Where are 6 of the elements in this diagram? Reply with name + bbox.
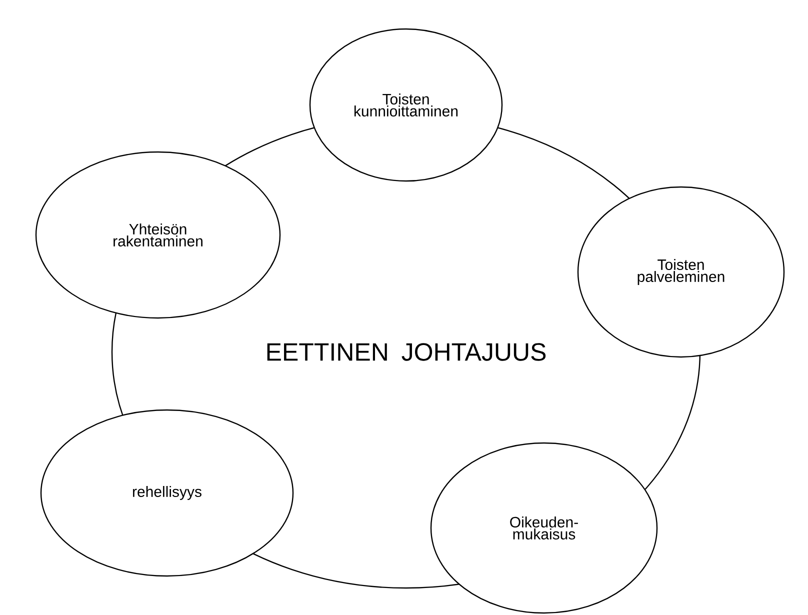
ellipse-node: Toisten palveleminen xyxy=(577,186,785,358)
ellipse-node: Yhteisön rakentaminen xyxy=(35,151,281,319)
ellipse-node: Toisten kunnioittaminen xyxy=(309,28,503,182)
ellipse-node: Oikeuden-mukaisus xyxy=(430,442,658,614)
ellipse-node: rehellisyys xyxy=(40,409,294,577)
node-label: Oikeuden-mukaisus xyxy=(510,516,578,540)
